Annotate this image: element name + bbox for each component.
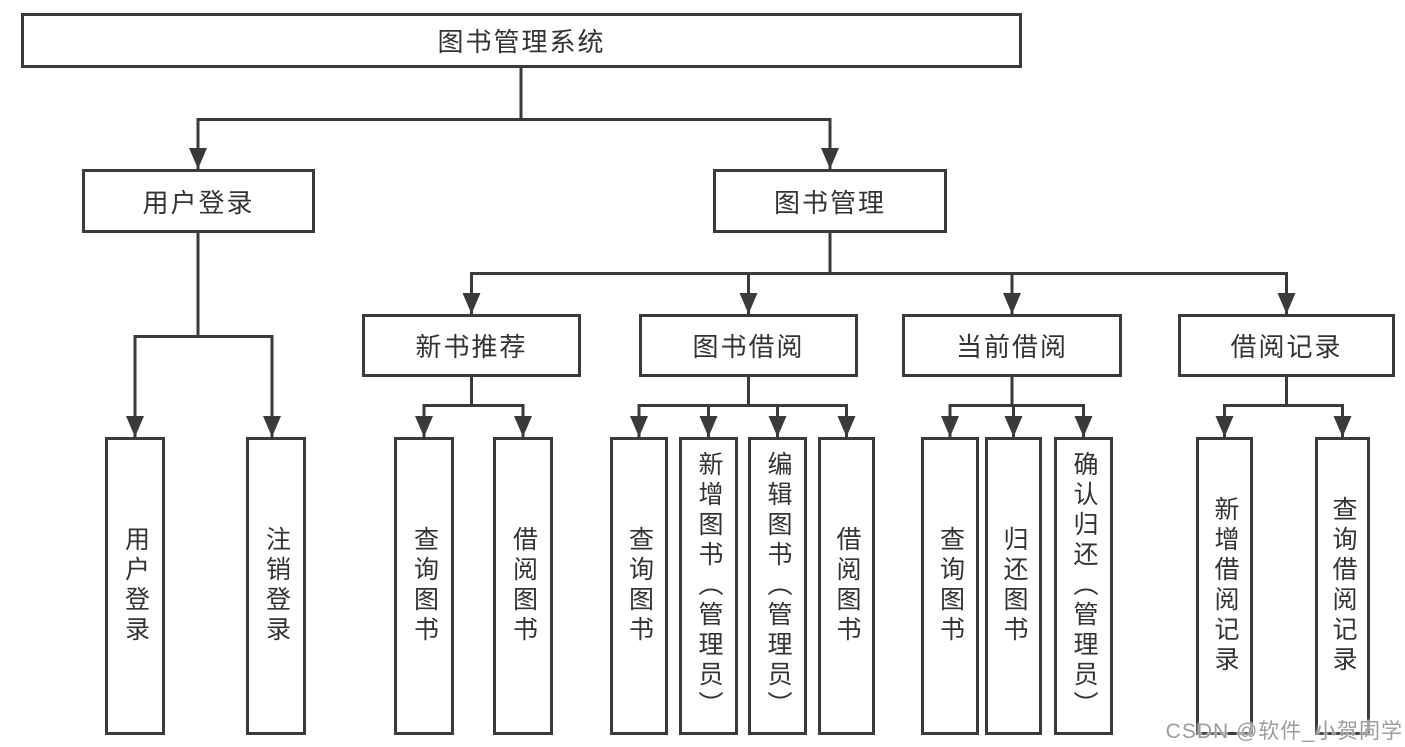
connector-current-borrow-section [941,377,1093,437]
leaf-current-query-books-label: 查询图书 [936,526,965,646]
leaf-return-books-label: 归还图书 [1000,526,1028,646]
node-borrow-records-label: 借阅记录 [1230,332,1343,362]
leaf-current-query-books: 查询图书 [921,437,979,735]
node-current-borrow-label: 当前借阅 [955,332,1068,362]
node-book-borrow: 图书借阅 [639,314,858,377]
leaf-logout-label: 注销登录 [262,526,291,646]
leaf-recommend-query-books: 查询图书 [394,437,454,735]
node-new-book-recommend-label: 新书推荐 [415,332,528,362]
leaf-add-borrow-record: 新增借阅记录 [1196,437,1253,735]
node-new-book-recommend: 新书推荐 [362,314,581,377]
connector-new-book-section [415,377,532,437]
leaf-return-books: 归还图书 [985,437,1042,735]
leaf-recommend-borrow-books-label: 借阅图书 [509,526,538,646]
node-user-login-label: 用户登录 [142,187,255,218]
node-root-label: 图书管理系统 [437,27,606,57]
leaf-recommend-borrow-books: 借阅图书 [493,437,553,735]
leaf-logout: 注销登录 [246,437,306,735]
node-book-management: 图书管理 [713,169,947,233]
leaf-borrow-query-books: 查询图书 [610,437,668,735]
leaf-user-login-label: 用户登录 [121,526,150,646]
leaf-query-borrow-record: 查询借阅记录 [1315,437,1370,735]
connector-root-to-level2 [189,68,839,169]
leaf-query-borrow-record-label: 查询借阅记录 [1329,496,1357,676]
leaf-add-borrow-record-label: 新增借阅记录 [1211,496,1239,676]
leaf-user-login: 用户登录 [105,437,165,735]
node-root-system: 图书管理系统 [21,13,1022,68]
watermark: CSDN @软件_小贺同学 [1165,720,1403,743]
leaf-borrow-books: 借阅图书 [818,437,875,735]
leaf-edit-books-admin-label: 编辑图书（管理员） [764,451,792,721]
leaf-edit-books-admin: 编辑图书（管理员） [748,437,807,735]
leaf-recommend-query-books-label: 查询图书 [410,526,439,646]
leaf-borrow-query-books-label: 查询图书 [625,526,654,646]
leaf-confirm-return-admin-label: 确认归还（管理员） [1070,451,1098,721]
leaf-confirm-return-admin: 确认归还（管理员） [1054,437,1113,735]
node-borrow-records: 借阅记录 [1178,314,1395,377]
node-current-borrow: 当前借阅 [902,314,1122,377]
connector-login-to-leaves [126,233,281,437]
node-user-login: 用户登录 [82,169,315,233]
node-book-borrow-label: 图书借阅 [692,332,805,362]
leaf-add-books-admin-label: 新增图书（管理员） [695,451,723,721]
leaf-borrow-books-label: 借阅图书 [833,526,861,646]
leaf-add-books-admin: 新增图书（管理员） [679,437,738,735]
node-book-management-label: 图书管理 [773,187,886,218]
connector-management-to-sections [462,233,1296,314]
connector-book-borrow-section [630,377,856,437]
connector-borrow-records-section [1215,377,1352,437]
